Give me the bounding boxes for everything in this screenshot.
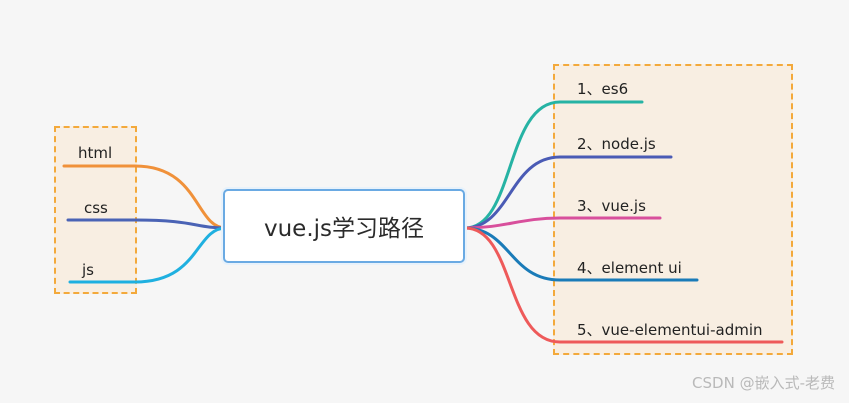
branch-label-nodejs[interactable]: 2、node.js [577, 135, 656, 153]
branch-line-nodejs [463, 155, 673, 230]
branch-line-es6 [463, 100, 644, 230]
branch-line-vuejs [463, 216, 662, 230]
branch-label-css[interactable]: css [84, 199, 108, 217]
branch-label-html[interactable]: html [78, 144, 113, 162]
branch-line-css [66, 218, 228, 230]
central-topic-node[interactable]: vue.js学习路径 [223, 189, 465, 263]
branch-line-js [68, 226, 228, 284]
right-group-frame [553, 64, 793, 355]
watermark-text: CSDN @嵌入式-老费 [692, 374, 835, 392]
central-topic-label: vue.js学习路径 [263, 216, 425, 242]
branch-label-js[interactable]: js [82, 261, 94, 279]
branch-label-element-ui[interactable]: 4、element ui [577, 259, 682, 277]
branch-line-html [62, 164, 228, 230]
branch-line-element-ui [463, 226, 699, 282]
branch-label-vue-elementui-admin[interactable]: 5、vue-elementui-admin [577, 321, 763, 339]
left-group-frame [54, 126, 137, 294]
branch-label-es6[interactable]: 1、es6 [577, 80, 629, 98]
branch-line-vue-elementui-admin [463, 226, 784, 344]
branch-label-vuejs[interactable]: 3、vue.js [577, 197, 646, 215]
